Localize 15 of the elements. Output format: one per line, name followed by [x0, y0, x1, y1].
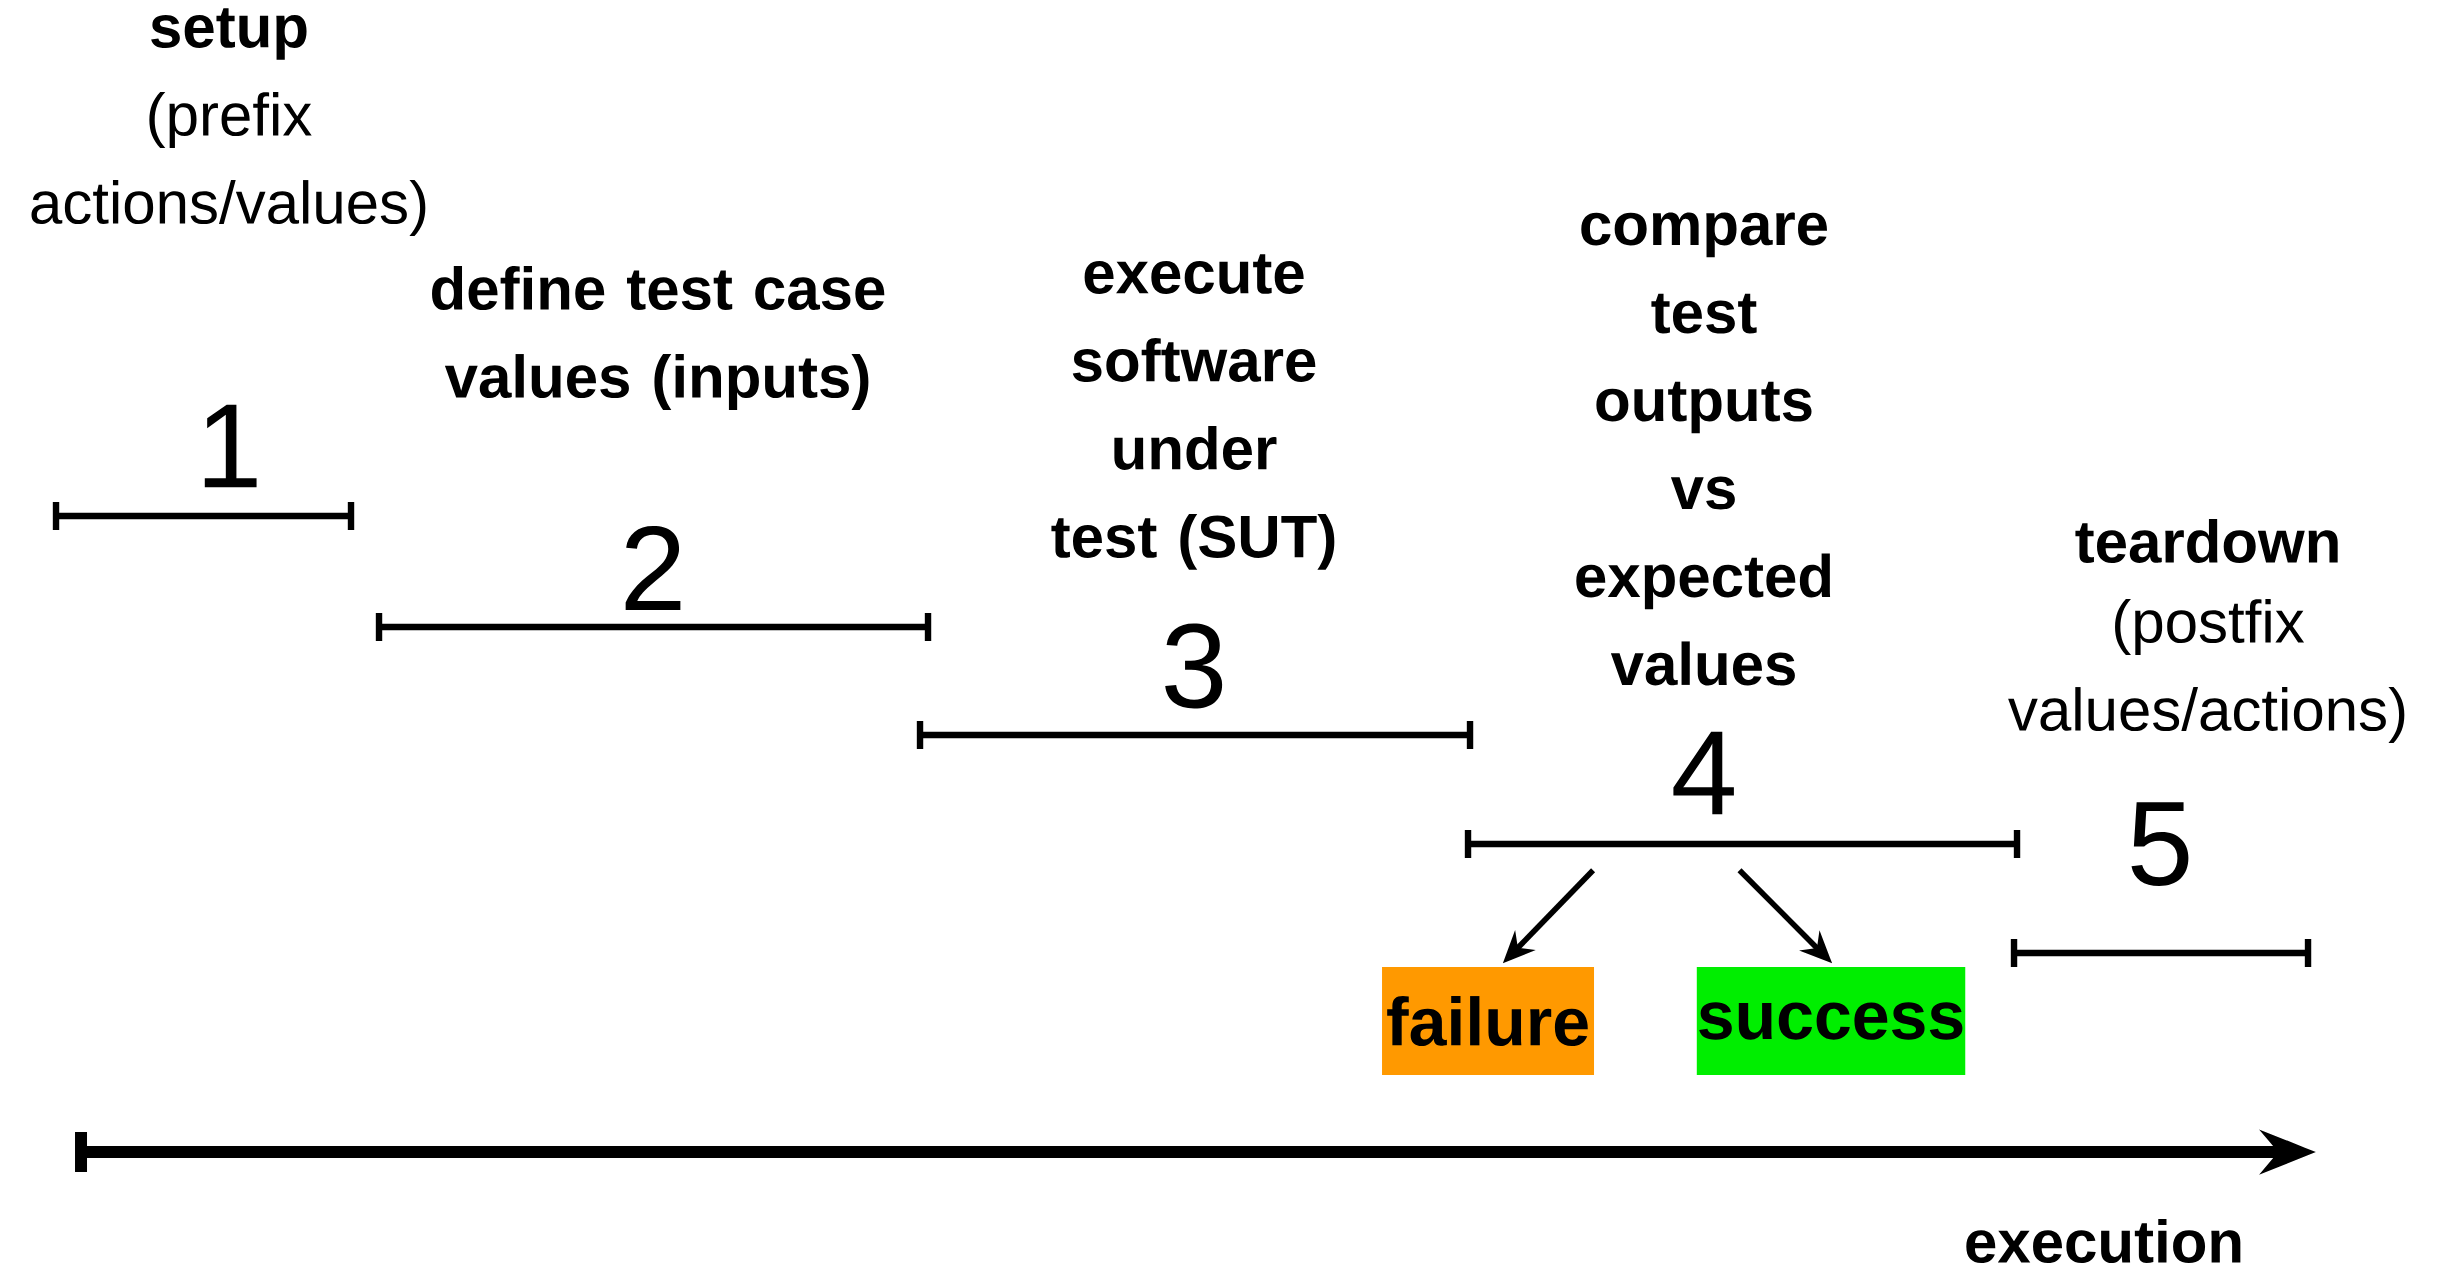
step-number: 5	[2131, 802, 2189, 886]
step-number: 2	[625, 526, 681, 610]
step-number: 4	[1673, 731, 1734, 815]
step-number: 1	[204, 404, 257, 488]
step-note: (postfix values/actions)	[2008, 599, 2405, 743]
axis-label: execution	[1966, 1219, 2241, 1264]
step-heading: teardown	[2075, 519, 2338, 563]
step-number: 3	[1165, 623, 1223, 709]
step-heading: define test case values (inputs)	[432, 266, 885, 410]
step-note: (prefix actions/values)	[31, 92, 426, 236]
step-heading: compare test outputs vs expected values	[1576, 212, 1831, 686]
step-heading: setup	[151, 8, 307, 60]
result-box: failure	[1382, 967, 1594, 1075]
step-heading: execute software under test (SUT)	[1051, 254, 1335, 570]
result-box: success	[1696, 967, 1966, 1075]
